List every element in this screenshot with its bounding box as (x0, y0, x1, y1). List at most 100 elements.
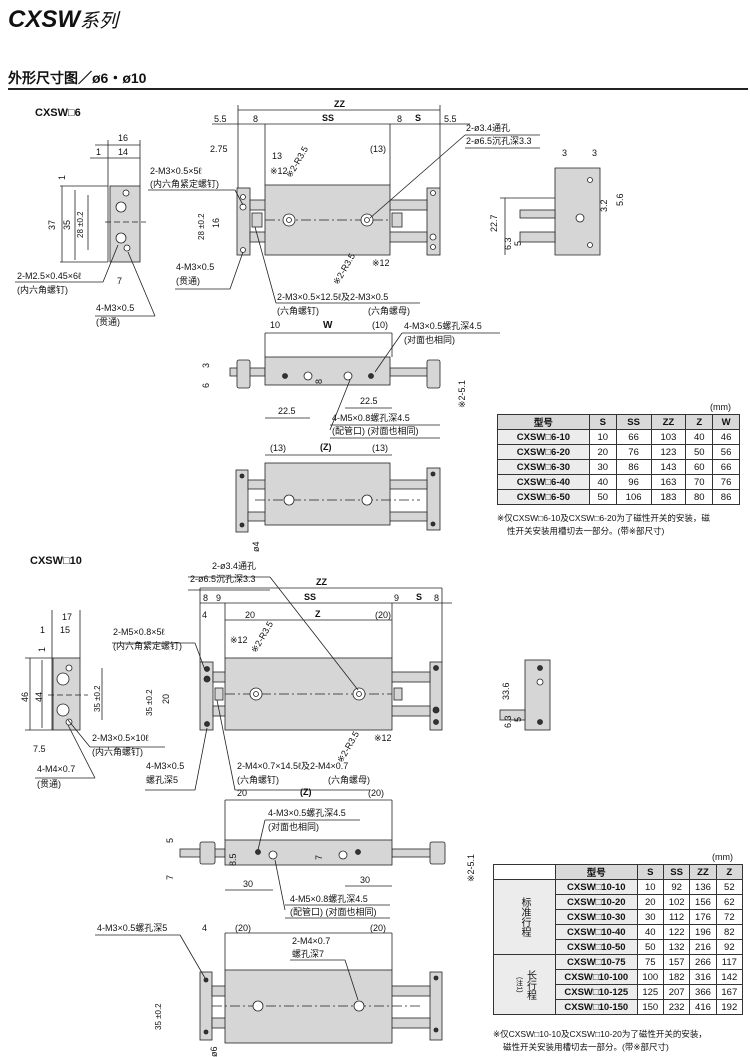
dim: 5 (513, 240, 523, 246)
dim: ※12 (372, 258, 390, 268)
dim: 3 (562, 148, 568, 158)
dim: 7 (314, 854, 324, 860)
dim: 1 (40, 625, 46, 635)
callout: (内六角螺钉) (92, 747, 143, 757)
cx10-bottom-view (95, 932, 443, 1044)
dim: 4 (202, 923, 208, 933)
cx6-bottom-view (235, 454, 441, 533)
callout: 4-M3×0.5 (96, 303, 135, 313)
dim: 9 (216, 593, 222, 603)
dim: 8 (397, 114, 403, 124)
dim: 5.6 (615, 193, 625, 206)
dim: (20) (370, 923, 387, 933)
dim: 37 (47, 219, 57, 230)
dim: 35 ±0.2 (93, 685, 102, 712)
callout: (内六角紧定螺钉) (113, 641, 182, 651)
callout: 4-M5×0.8螺孔深4.5 (290, 894, 368, 904)
dim: (20) (235, 923, 252, 933)
dim: 5.5 (214, 114, 227, 124)
callout: 2-ø3.4通孔 (212, 561, 257, 571)
dim: 9 (394, 593, 400, 603)
dim: 33.6 (501, 682, 511, 700)
callout: 4-M3×0.5螺孔深4.5 (268, 808, 346, 818)
dim: 1 (96, 147, 102, 157)
dim: ZZ (334, 99, 345, 109)
dim: (Z) (320, 442, 332, 452)
dim: 3 (592, 148, 598, 158)
dim: 5 (165, 837, 175, 843)
dim: (20) (375, 610, 392, 620)
cx6-label: CXSW□6 (35, 107, 81, 119)
cx10-top-view (112, 576, 452, 791)
dim: 6 (201, 382, 211, 388)
dim: 16 (118, 133, 129, 143)
dim: 1 (57, 174, 67, 180)
dim: 5 (513, 716, 523, 722)
dim: ※12 (230, 635, 248, 645)
callout: 4-M3×0.5螺孔深4.5 (404, 321, 482, 331)
callout: (配管口) (对面也相同) (332, 426, 419, 436)
group-standard-stroke: 标准行程 (493, 879, 556, 955)
dim: (Z) (300, 787, 312, 797)
dim: ※2-5.1 (466, 853, 476, 882)
dim: ø6 (209, 1046, 219, 1057)
dim: 5.5 (444, 114, 457, 124)
cx10-end-view (25, 610, 165, 779)
dim: (20) (368, 788, 385, 798)
callout: (配管口) (对面也相同) (290, 907, 377, 917)
dim: 17 (62, 612, 73, 622)
dim: 1 (37, 646, 47, 652)
dim: ※12 (374, 733, 392, 743)
callout: 2-M5×0.8×5ℓ (113, 627, 165, 637)
callout: 螺孔深7 (292, 949, 325, 959)
dim: 7 (117, 276, 123, 286)
cx6-top-view (148, 105, 540, 304)
dim: SS (322, 113, 335, 123)
dim: 14 (118, 147, 129, 157)
dim: (13) (370, 144, 387, 154)
group-long-stroke: 长行程(注1) (493, 954, 556, 1015)
dim: 30 (243, 879, 254, 889)
cx6-end-view (15, 140, 156, 317)
dim: SS (304, 592, 317, 602)
callout: (贯通) (176, 276, 200, 286)
dim: 22.7 (489, 214, 499, 232)
dim: 15 (60, 625, 71, 635)
callout: 4-M3×0.5 (176, 262, 215, 272)
dim: 20 (161, 693, 171, 704)
callout: (六角螺钉) (277, 306, 319, 316)
dim: S (416, 592, 423, 602)
dim: 46 (20, 691, 30, 702)
callout: 2-ø3.4通孔 (466, 123, 511, 133)
dim: 3.2 (599, 199, 609, 212)
callout: (内六角螺钉) (17, 285, 68, 295)
callout: 螺孔深5 (146, 775, 179, 785)
dim: 7 (165, 874, 175, 880)
dim: ※12 (270, 166, 288, 176)
dim: 35 (62, 219, 72, 230)
dim: ※2-5.1 (457, 379, 467, 408)
dim: (13) (270, 443, 287, 453)
callout: 2-ø6.5沉孔深3.3 (190, 574, 256, 584)
dim: 13 (272, 151, 283, 161)
dim: 7.5 (33, 744, 46, 754)
dim: ZZ (316, 577, 327, 587)
callout: (贯通) (96, 317, 120, 327)
dim: 6.3 (503, 715, 513, 728)
dim: 3 (201, 362, 211, 368)
callout: 2-M4×0.7 (292, 936, 331, 946)
callout: 2-M3×0.5×12.5ℓ及2-M3×0.5 (277, 292, 389, 302)
cx10-right-end-view (499, 659, 551, 731)
dim: 8 (253, 114, 259, 124)
callout: 2-M4×0.7×14.5ℓ及2-M4×0.7 (237, 761, 349, 771)
